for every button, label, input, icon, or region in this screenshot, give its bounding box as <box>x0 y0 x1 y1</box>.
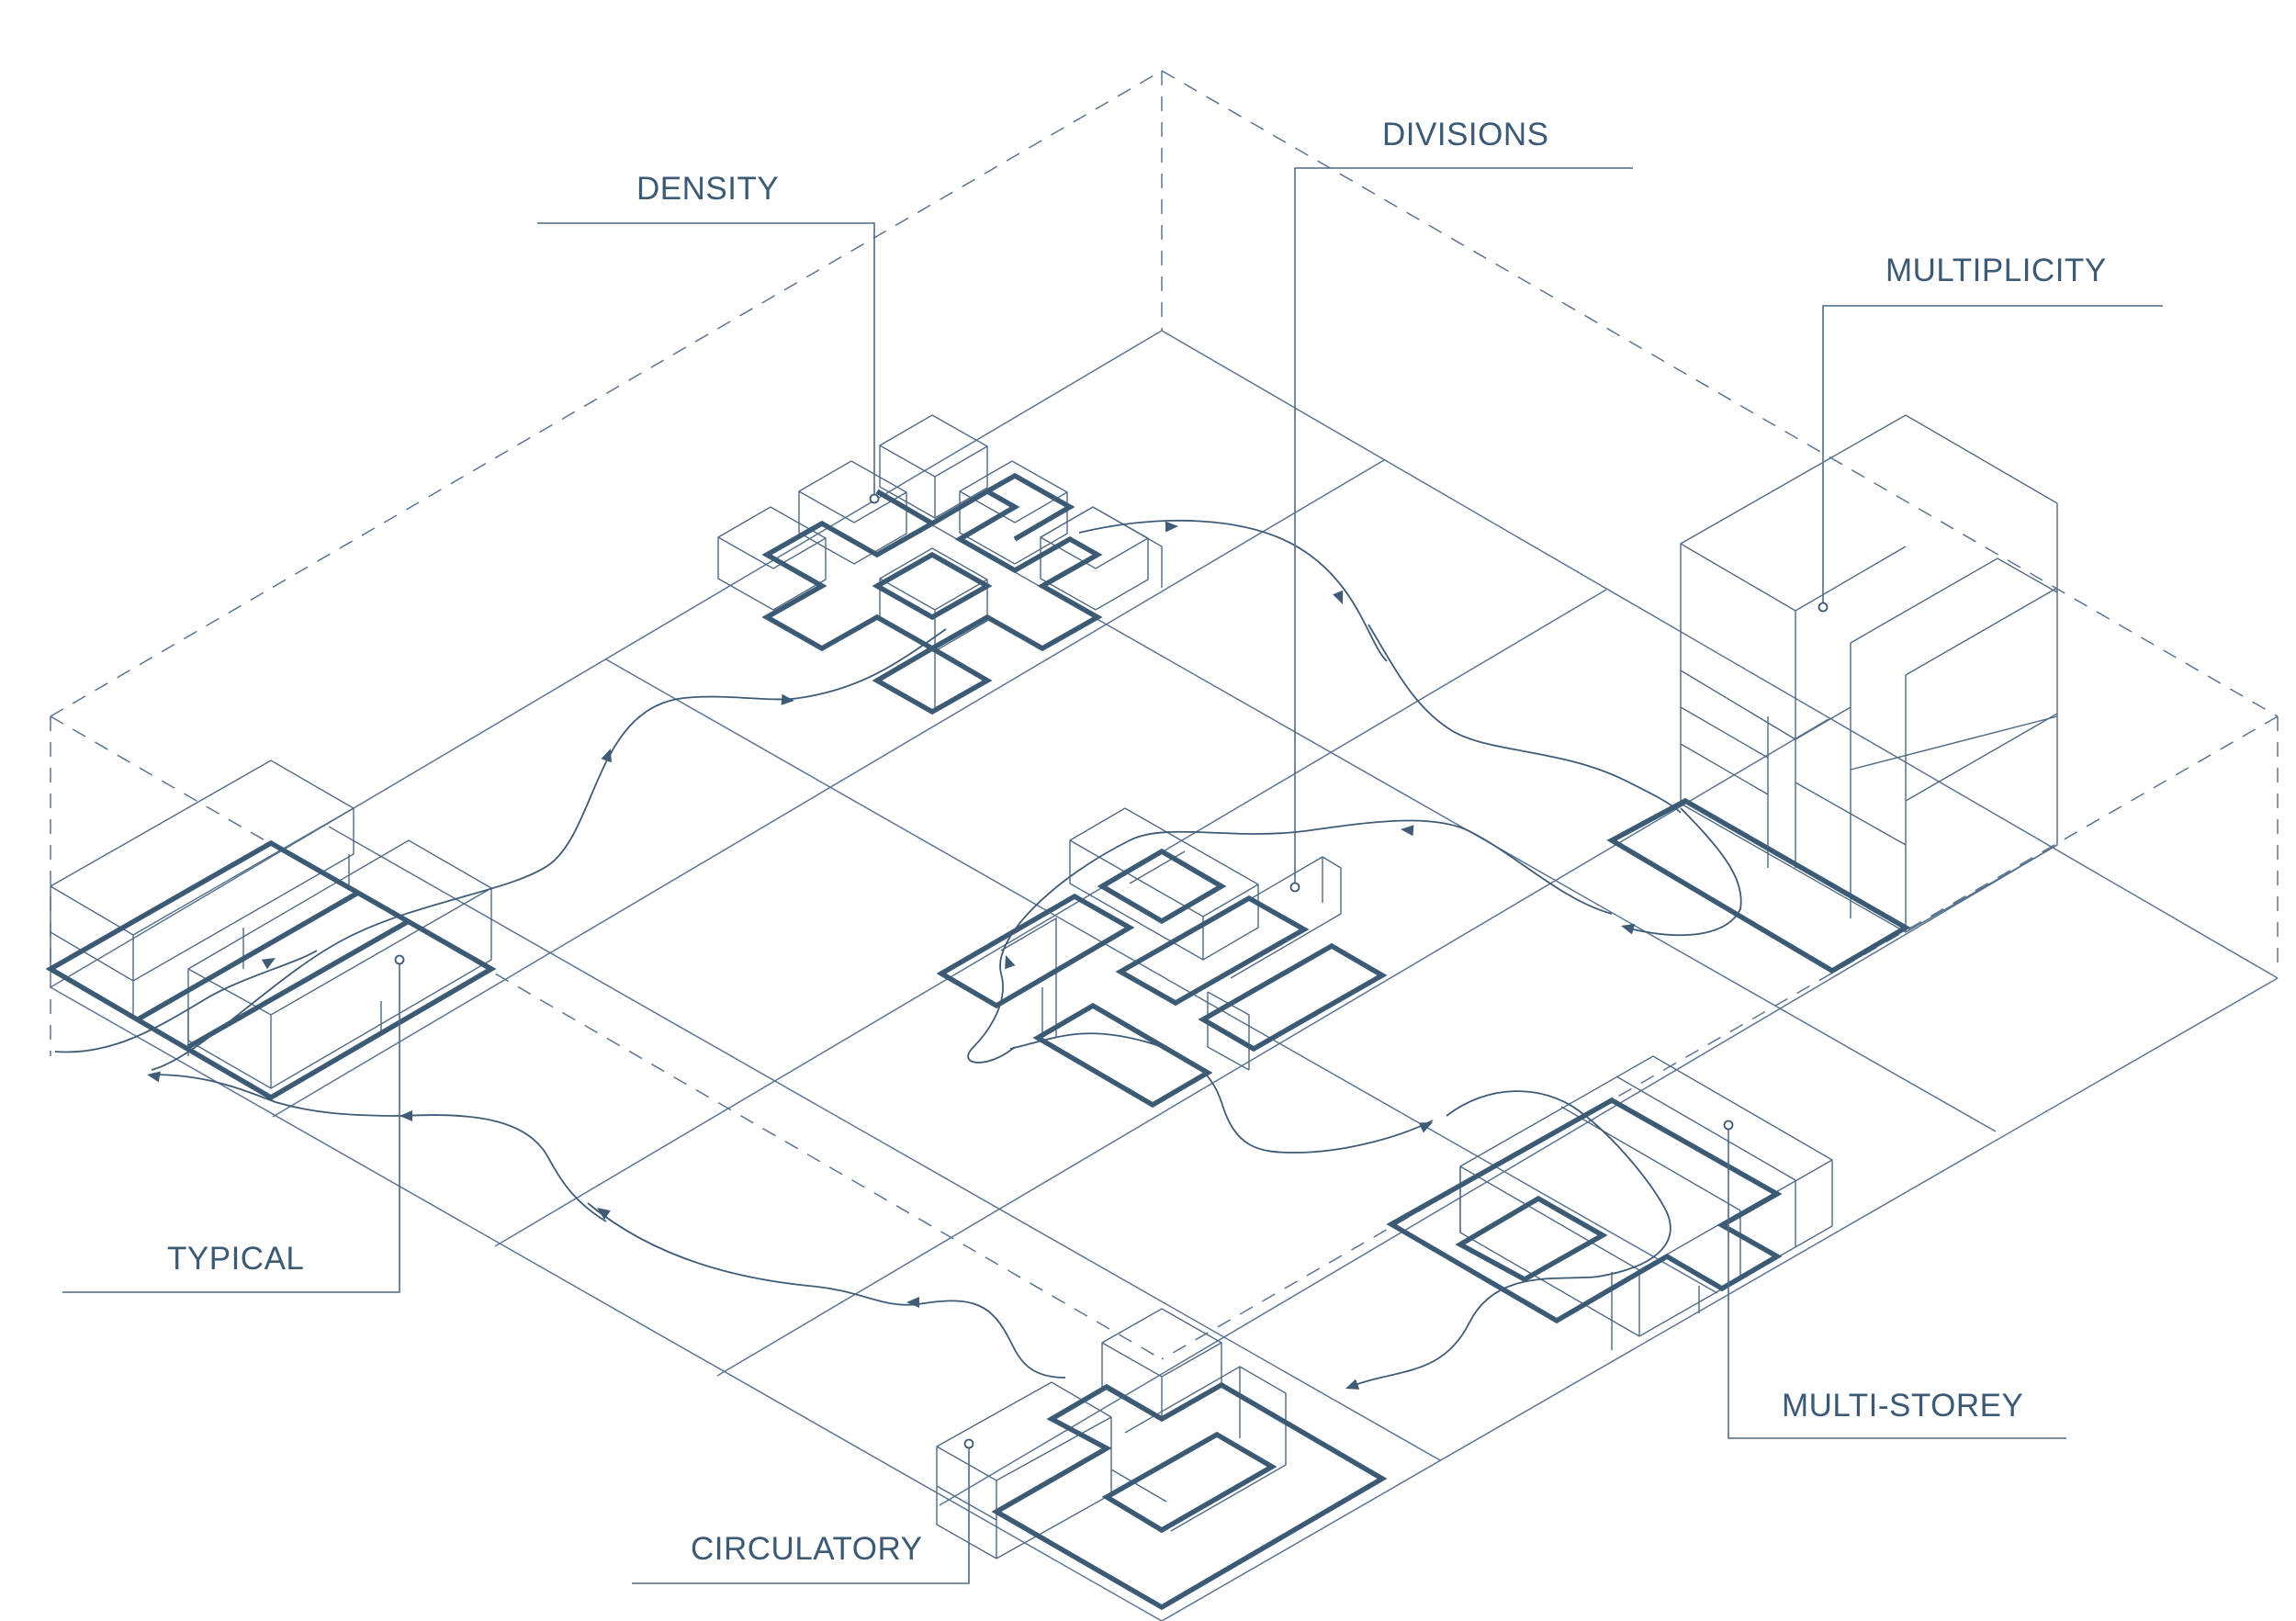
density-anchor-dot <box>869 493 880 504</box>
typical-blocks <box>45 760 497 1101</box>
multi-storey-anchor-dot <box>1723 1120 1734 1131</box>
ground-grid <box>50 330 2279 1621</box>
bounding-volume-dashed <box>50 70 2279 1360</box>
divisions-anchor-dot <box>1289 882 1300 893</box>
label-typical: TYPICAL <box>167 1241 304 1277</box>
typical-anchor-dot <box>394 954 405 965</box>
label-density: DENSITY <box>636 171 779 207</box>
label-multi-storey: MULTI-STOREY <box>1782 1388 2023 1424</box>
label-circulatory: CIRCULATORY <box>691 1531 923 1567</box>
circulatory-blocks <box>936 1308 1388 1611</box>
flow-paths <box>54 519 1742 1388</box>
label-divisions: DIVISIONS <box>1382 117 1548 152</box>
multi-storey-blocks <box>1386 1055 1833 1350</box>
multiplicity-tower <box>1606 414 2058 974</box>
divisions-blocks <box>936 807 1388 1109</box>
density-blocks <box>717 414 1163 715</box>
multiplicity-anchor-dot <box>1818 602 1829 613</box>
leader-lines <box>62 167 2163 1584</box>
label-multiplicity: MULTIPLICITY <box>1885 253 2107 288</box>
flow-arrowheads <box>145 521 1636 1394</box>
circulatory-anchor-dot <box>963 1438 974 1449</box>
